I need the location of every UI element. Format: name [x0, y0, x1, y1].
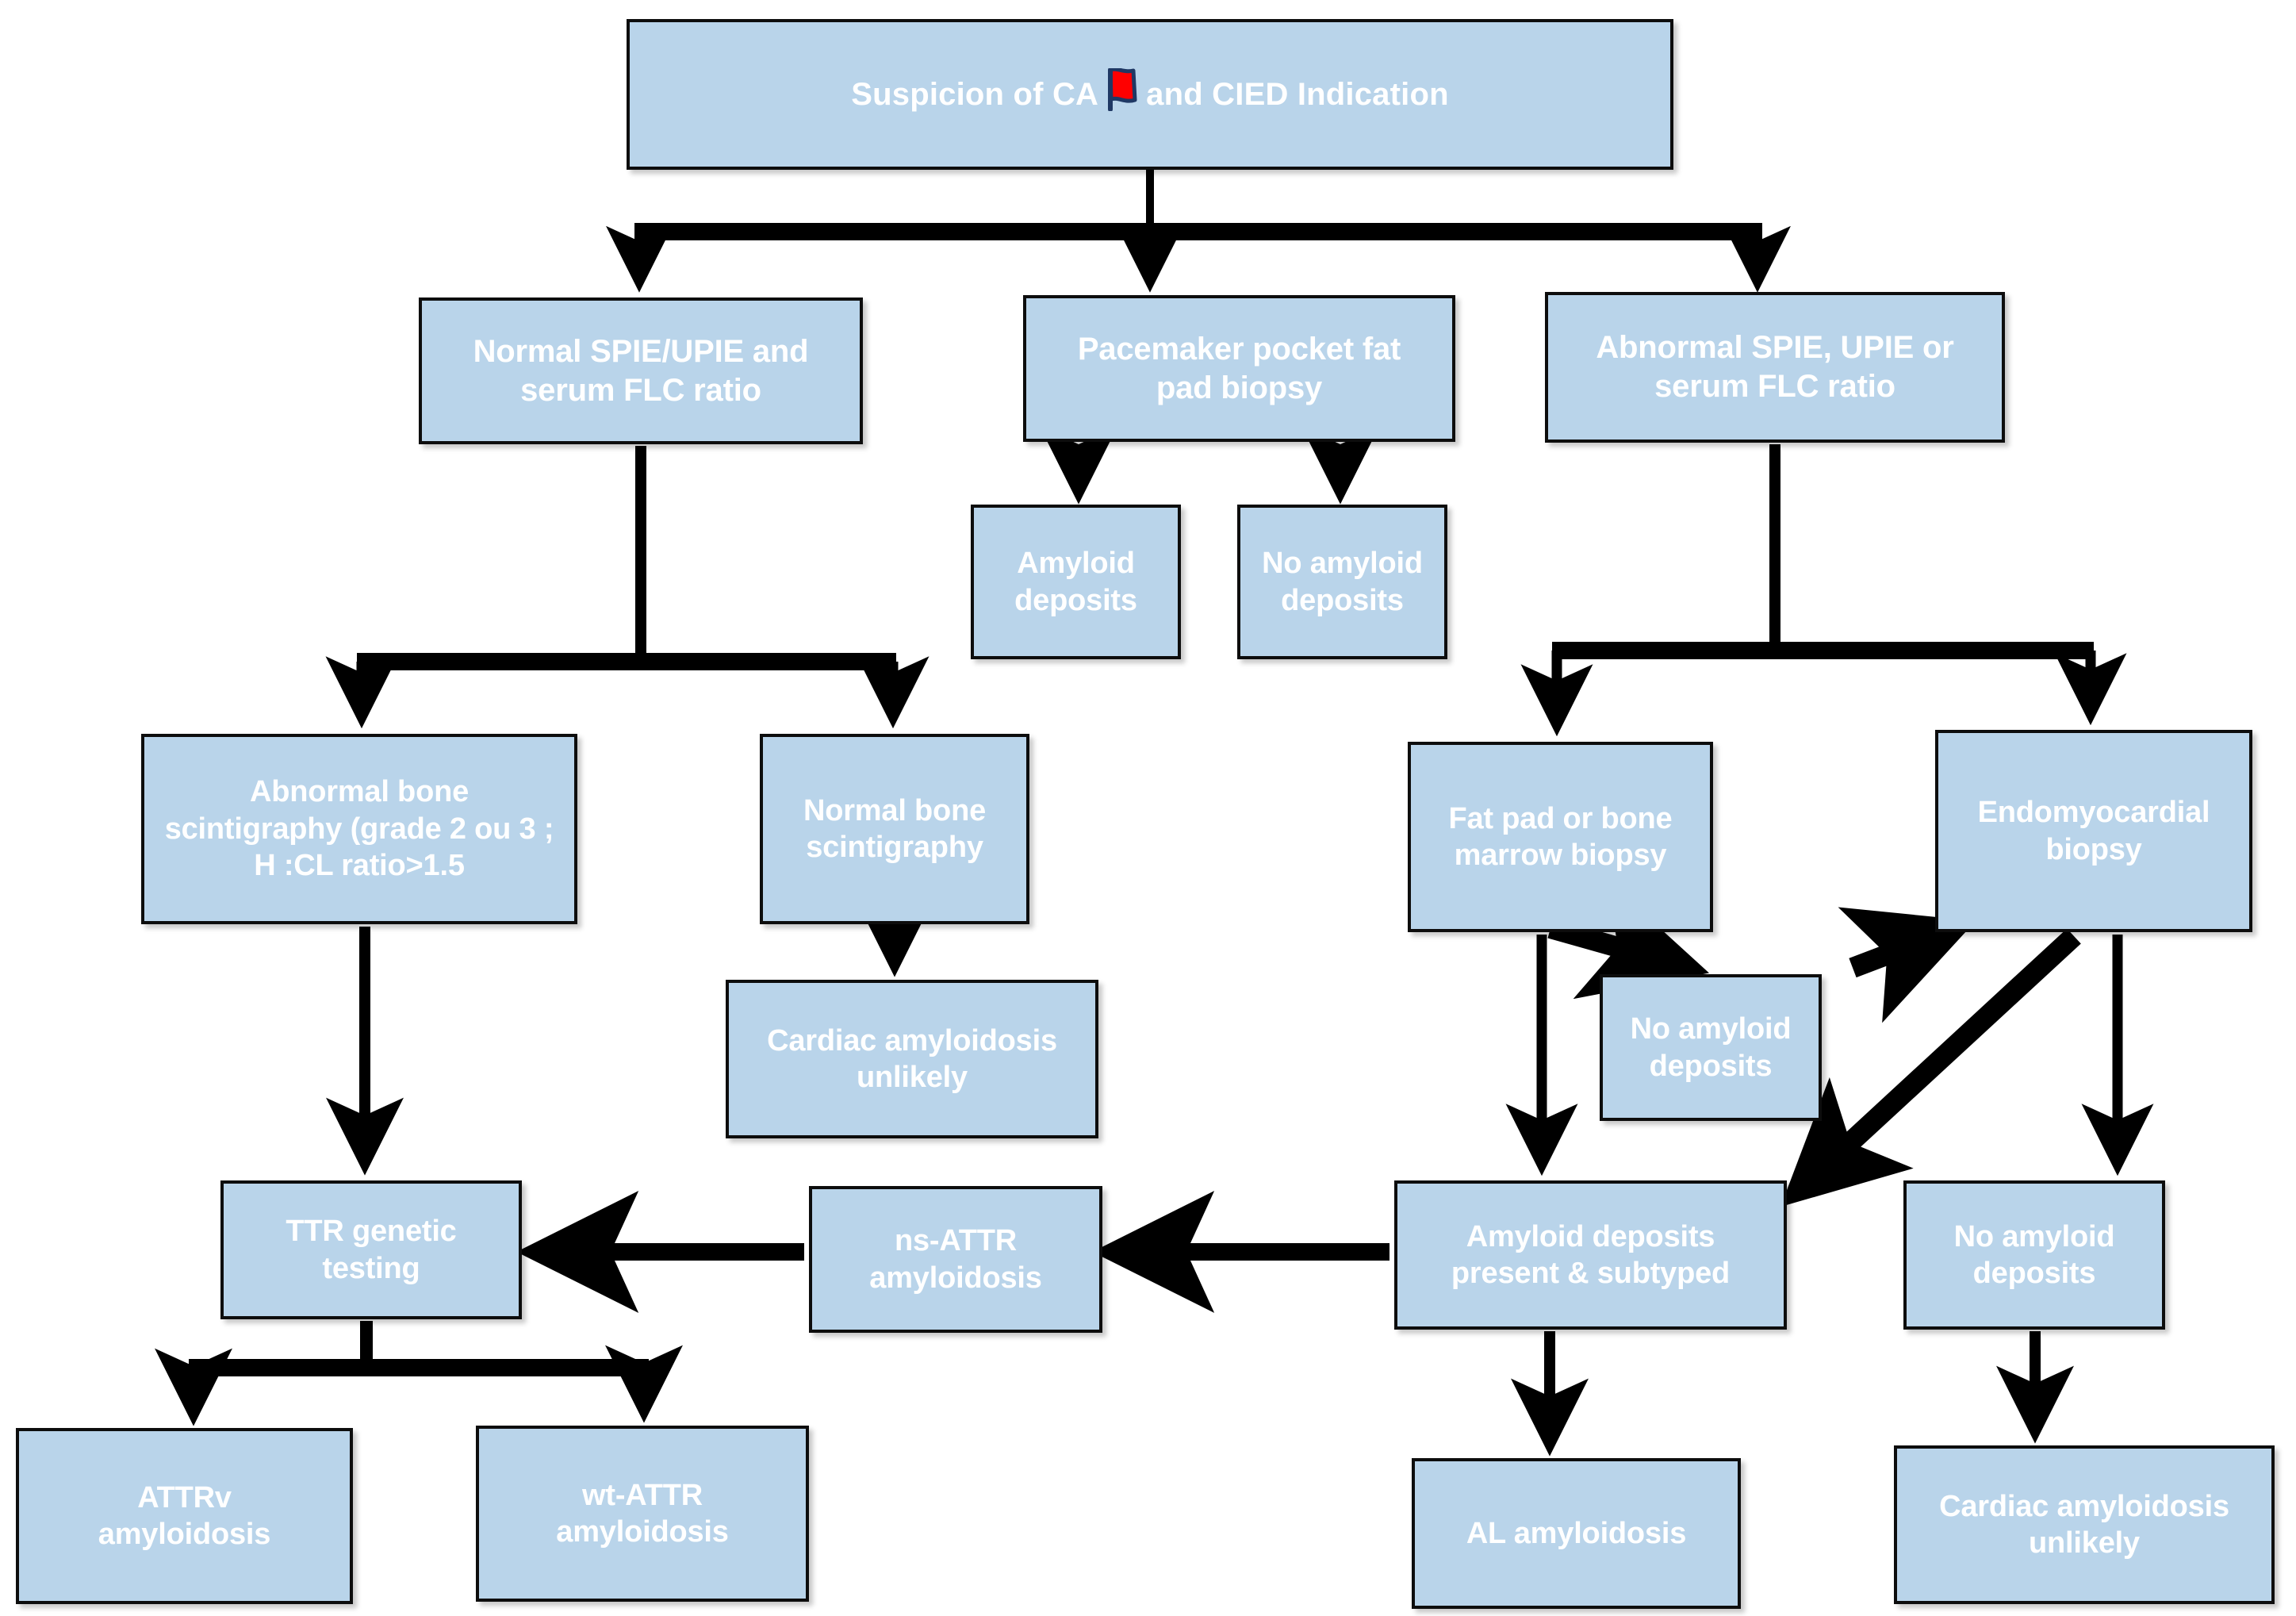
edge-endomyo-amyloidsub	[1780, 928, 2081, 1207]
edge-fatpad-noamyloid2	[1547, 880, 1710, 1000]
node-al-amyloidosis[interactable]: AL amyloidosis	[1412, 1458, 1741, 1609]
node-no-amyloid-deposits-right[interactable]: No amyloid deposits	[1903, 1180, 2165, 1330]
node-cardiac-amyloidosis-unlikely-left[interactable]: Cardiac amyloidosis unlikely	[726, 980, 1098, 1138]
edge-normalspie-split	[325, 446, 930, 729]
node-ttr-genetic-testing[interactable]: TTR genetic testing	[220, 1180, 522, 1319]
node-amyloid-deposits-pacemaker[interactable]: Amyloid deposits	[971, 505, 1181, 659]
node-normal-spie-upie[interactable]: Normal SPIE/UPIE and serum FLC ratio	[419, 297, 863, 444]
node-wt-attr-amyloidosis[interactable]: wt-ATTR amyloidosis	[476, 1426, 809, 1602]
node-pacemaker-pocket-fat-pad-biopsy[interactable]: Pacemaker pocket fat pad biopsy	[1023, 295, 1455, 442]
edge-noamyloid2-endomyo	[1838, 907, 1976, 1023]
node-suspicion-label-after: and CIED Indication	[1146, 76, 1449, 112]
node-fat-pad-or-bone-marrow-biopsy[interactable]: Fat pad or bone marrow biopsy	[1408, 742, 1713, 932]
node-amyloid-deposits-present-subtyped[interactable]: Amyloid deposits present & subtyped	[1394, 1180, 1787, 1330]
node-cardiac-amyloidosis-unlikely-right[interactable]: Cardiac amyloidosis unlikely	[1894, 1445, 2275, 1604]
node-endomyocardial-biopsy[interactable]: Endomyocardial biopsy	[1935, 730, 2252, 932]
node-no-amyloid-deposits-middle[interactable]: No amyloid deposits	[1600, 974, 1822, 1121]
node-ns-attr-amyloidosis[interactable]: ns-ATTR amyloidosis	[809, 1186, 1102, 1333]
node-no-amyloid-deposits-pacemaker[interactable]: No amyloid deposits	[1237, 505, 1447, 659]
node-suspicion-label-before: Suspicion of CA	[851, 76, 1099, 112]
node-abnormal-spie-upie[interactable]: Abnormal SPIE, UPIE or serum FLC ratio	[1545, 292, 2005, 443]
node-normal-bone-scintigraphy[interactable]: Normal bone scintigraphy	[760, 734, 1029, 924]
node-attrv-amyloidosis[interactable]: ATTRv amyloidosis	[16, 1428, 353, 1604]
node-abnormal-bone-scintigraphy[interactable]: Abnormal bone scintigraphy (grade 2 ou 3…	[141, 734, 577, 924]
red-flag-icon	[1106, 67, 1138, 121]
edge-pacemaker-children	[1040, 426, 1379, 505]
edge-abnormalspie-split	[1520, 444, 2127, 737]
node-suspicion-of-ca[interactable]: Suspicion of CA and CIED Indication	[627, 19, 1673, 170]
edge-ttr-split	[155, 1321, 683, 1426]
edge-suspicion-split	[606, 170, 1791, 293]
node-suspicion-label-wrapper: Suspicion of CA and CIED Indication	[851, 67, 1449, 121]
